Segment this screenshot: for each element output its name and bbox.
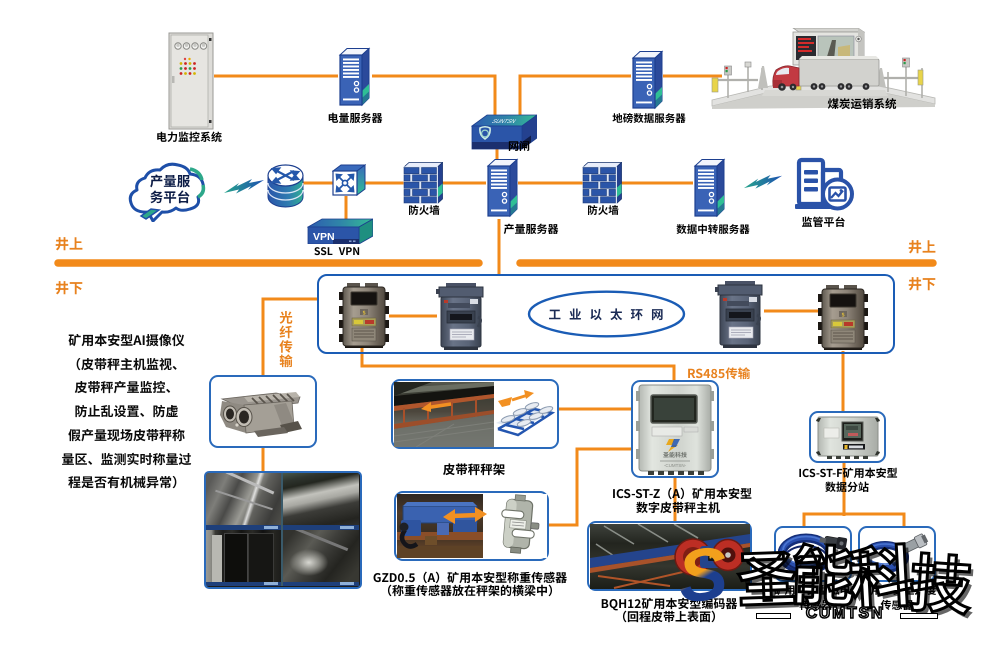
- svg-text:SUNTSN: SUNTSN: [491, 119, 517, 125]
- svg-text:-CUMTSN-: -CUMTSN-: [664, 463, 687, 468]
- svg-text:VPN: VPN: [313, 231, 335, 243]
- svg-text:S: S: [841, 312, 844, 319]
- svg-text:S: S: [362, 310, 365, 317]
- svg-text:圣能科技: 圣能科技: [663, 450, 687, 459]
- svg-text:工业以太环网: 工业以太环网: [548, 304, 671, 323]
- svg-text:务平台: 务平台: [150, 186, 191, 206]
- svg-text:产量服: 产量服: [150, 170, 191, 190]
